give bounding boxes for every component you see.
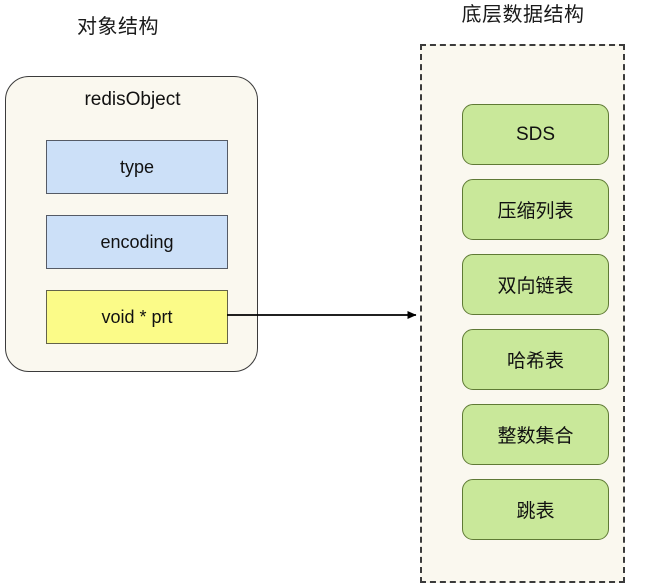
field-void-pointer: void * prt (46, 290, 228, 344)
structure-box-doubly-linked-list: 双向链表 (462, 254, 609, 315)
object-structure-title: 对象结构 (77, 16, 159, 38)
structure-box-skiplist: 跳表 (462, 479, 609, 540)
underlying-structures-container: SDS 压缩列表 双向链表 哈希表 整数集合 跳表 (420, 44, 625, 583)
structure-box-ziplist: 压缩列表 (462, 179, 609, 240)
structure-box-sds: SDS (462, 104, 609, 165)
field-type: type (46, 140, 228, 194)
field-encoding: encoding (46, 215, 228, 269)
structure-box-intset: 整数集合 (462, 404, 609, 465)
structure-box-hash-table: 哈希表 (462, 329, 609, 390)
redis-object-container: redisObject type encoding void * prt (5, 76, 258, 372)
redis-object-label: redisObject (84, 89, 181, 110)
underlying-data-structure-title: 底层数据结构 (461, 4, 585, 26)
